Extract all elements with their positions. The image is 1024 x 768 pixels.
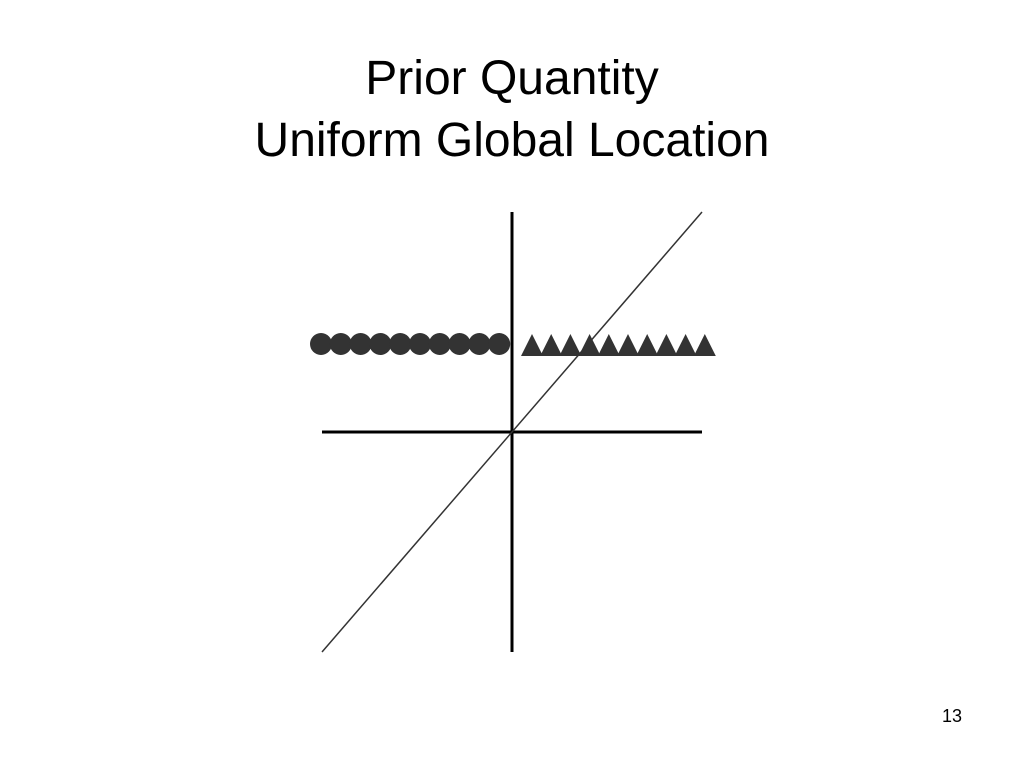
circle-marker bbox=[428, 333, 451, 355]
circle-marker bbox=[409, 333, 431, 355]
circle-marker bbox=[349, 333, 372, 355]
triangle-marker bbox=[521, 334, 543, 356]
triangle-marker bbox=[693, 334, 716, 356]
title-line-2: Uniform Global Location bbox=[254, 114, 770, 167]
triangle-marker bbox=[559, 334, 582, 356]
slide-number: 13 bbox=[941, 706, 962, 726]
circle-marker bbox=[488, 333, 511, 355]
circle-marker bbox=[389, 333, 412, 355]
triangle-marker bbox=[578, 334, 601, 356]
triangle-marker bbox=[597, 334, 620, 356]
circle-marker bbox=[468, 333, 491, 355]
triangle-marker bbox=[617, 334, 639, 356]
triangle-marker bbox=[540, 334, 563, 356]
triangle-marker bbox=[655, 334, 678, 356]
circle-marker bbox=[448, 333, 471, 355]
circle-marker bbox=[329, 333, 352, 355]
triangle-marker bbox=[674, 334, 697, 356]
circle-marker bbox=[310, 333, 332, 355]
triangle-markers bbox=[521, 334, 716, 356]
diagonal-line bbox=[321, 211, 703, 653]
triangle-marker bbox=[636, 334, 659, 356]
title-line-1: Prior Quantity bbox=[365, 52, 659, 105]
circle-markers bbox=[310, 333, 511, 355]
circle-marker bbox=[369, 333, 392, 355]
slide-title: Prior Quantity Uniform Global Location bbox=[0, 48, 1024, 172]
